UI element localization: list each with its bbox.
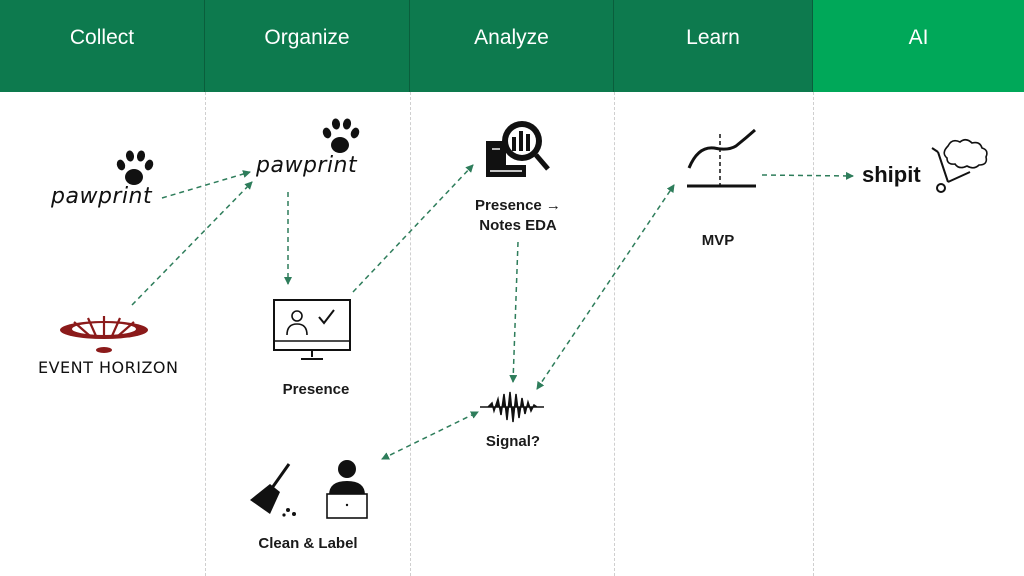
shipit-cart-icon [931,138,988,193]
mvp-curve-icon [687,128,756,188]
column-learn: Learn [614,0,813,92]
dashboard-search-icon [486,121,550,177]
presence-label: Presence [282,381,350,398]
event-horizon-wordmark: EVENT HORIZON [38,358,179,377]
presence-monitor-icon [273,299,351,360]
column-organize: Organize [205,0,410,92]
arrow-mvp-to-shipit [761,171,854,180]
arrow-clean-signal [381,411,479,460]
laptop-user-icon [326,460,368,519]
column-collect: Collect [0,0,205,92]
separator-line [410,92,411,576]
event-horizon-logo-icon [60,316,148,353]
mvp-label: MVP [701,232,735,249]
separator-line [205,92,206,576]
notes-eda-label: Presence → Notes EDA [475,197,561,234]
column-ai: AI [813,0,1024,92]
separator-line [614,92,615,576]
stage-header: Collect Organize Analyze Learn AI [0,0,1024,92]
separator-line [813,92,814,576]
waveform-icon [480,391,544,423]
arrow-eda-to-signal [509,241,519,383]
shipit-wordmark: shipit [862,162,921,187]
signal-label: Signal? [485,433,541,450]
pawprint-organize-wordmark: pawprint [256,153,358,178]
paw-icon [322,118,360,153]
arrow-presence-to-eda [352,164,474,293]
arrow-pawprint-to-pawprint [161,170,251,199]
broom-icon [250,463,296,517]
clean-label-label: Clean & Label [258,535,358,552]
pawprint-collect-wordmark: pawprint [51,184,153,209]
column-analyze: Analyze [410,0,614,92]
paw-icon [116,150,154,185]
